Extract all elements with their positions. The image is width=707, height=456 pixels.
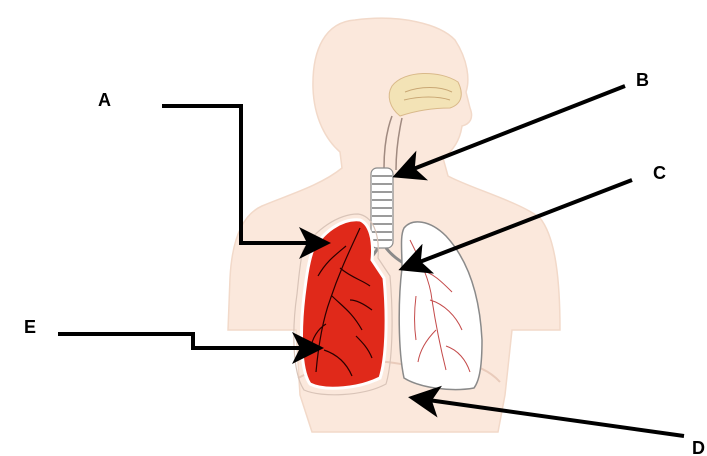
label-e: E xyxy=(24,318,36,336)
label-a: A xyxy=(98,91,111,109)
label-c: C xyxy=(653,164,666,182)
label-d: D xyxy=(692,439,705,456)
label-b: B xyxy=(636,71,649,89)
pointer-e xyxy=(58,334,318,348)
